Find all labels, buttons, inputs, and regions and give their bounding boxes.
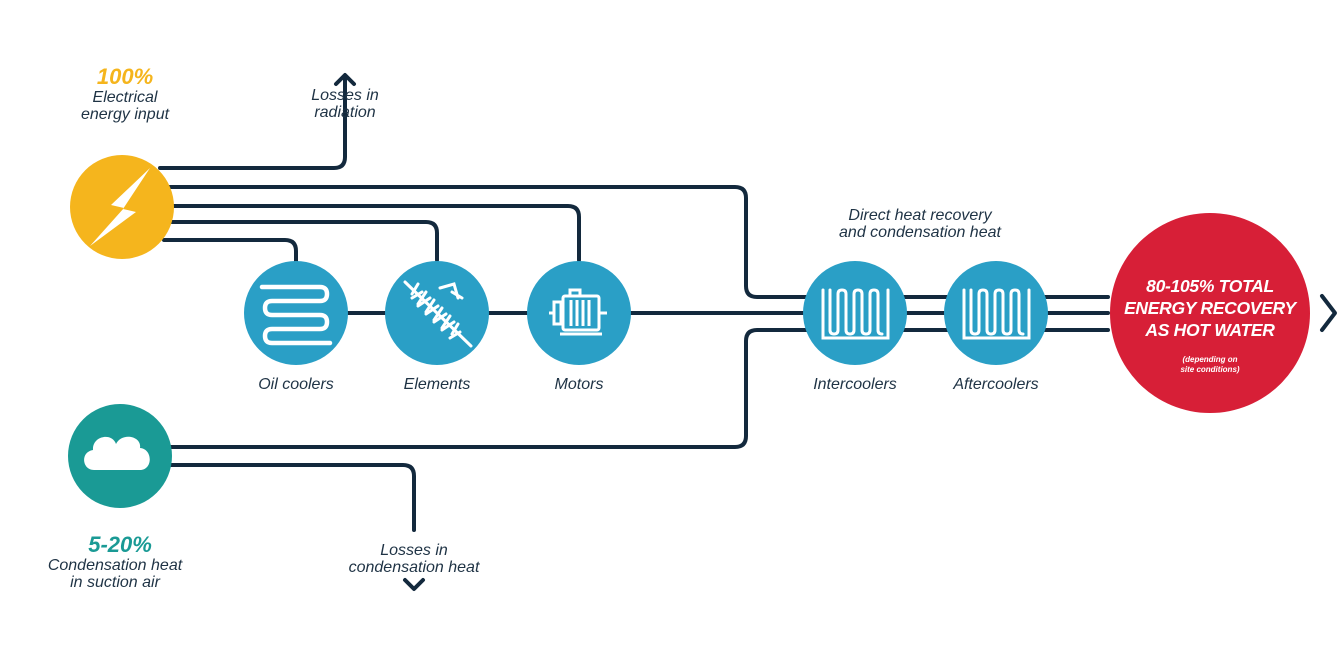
output-arrow-icon — [1320, 294, 1337, 332]
recovery-note-line1: (depending on — [1182, 355, 1238, 364]
electric-input-label: Electrical energy input — [55, 89, 195, 123]
motor-feed-line — [170, 204, 581, 262]
direct-heat-label: Direct heat recovery and condensation he… — [810, 207, 1030, 241]
recovery-line1: 80-105% TOTAL — [1146, 276, 1274, 296]
cloud-icon — [84, 436, 150, 470]
recovery-line2: ENERGY RECOVERY — [1124, 298, 1296, 318]
condensation-loss-line1: Losses in — [380, 542, 448, 559]
direct-heat-line2: and condensation heat — [839, 224, 1001, 241]
elements-label: Elements — [403, 376, 471, 393]
oil-cooler-coil-icon — [259, 284, 333, 346]
intercoolers-label: Intercoolers — [813, 376, 897, 393]
motors-node — [527, 261, 631, 365]
condensation-input-node — [68, 404, 172, 508]
radiation-loss-line1: Losses in — [311, 87, 379, 104]
elements-node — [385, 261, 489, 365]
condensation-loss-line2: condensation heat — [348, 559, 480, 576]
radiation-loss-line — [158, 76, 347, 170]
oil-coolers-label: Oil coolers — [258, 376, 334, 393]
intercoolers-node — [803, 261, 907, 365]
recovery-node — [1110, 213, 1310, 413]
condensation-flow-line — [168, 328, 1110, 449]
motors-label: Motors — [554, 376, 604, 393]
electric-input-label-line2: energy input — [80, 106, 170, 123]
radiation-arrow-icon — [334, 73, 356, 86]
electric-input-label-line1: Electrical — [92, 89, 158, 106]
condensation-loss-label: Losses in condensation heat — [324, 542, 504, 576]
main-flow-line — [168, 185, 1110, 299]
oil-cooler-feed-line — [162, 238, 298, 264]
lightning-bolt-icon — [90, 168, 150, 246]
heat-exchanger-icon — [962, 288, 1031, 340]
radiation-loss-line2: radiation — [314, 104, 376, 121]
recovery-note-line2: site conditions) — [1180, 365, 1240, 374]
elements-feed-line — [170, 220, 439, 262]
motor-icon — [549, 288, 607, 336]
oil-coolers-node — [244, 261, 348, 365]
heat-exchanger-icon — [821, 288, 890, 340]
condensation-input-percent: 5-20% — [88, 532, 152, 557]
condensation-arrow-icon — [403, 578, 425, 591]
electric-input-percent: 100% — [96, 64, 154, 89]
electric-input-node — [70, 155, 174, 259]
direct-heat-line1: Direct heat recovery — [848, 207, 992, 224]
screw-element-icon — [403, 280, 473, 348]
condensation-input-label: Condensation heat in suction air — [30, 557, 200, 591]
condensation-loss-line — [168, 463, 416, 532]
recovery-line3: AS HOT WATER — [1145, 320, 1275, 340]
radiation-loss-label: Losses in radiation — [283, 87, 407, 121]
aftercoolers-label: Aftercoolers — [953, 376, 1039, 393]
recovery-note: (depending on site conditions) — [1160, 355, 1260, 375]
recovery-total-label: 80-105% TOTAL ENERGY RECOVERY AS HOT WAT… — [1110, 275, 1310, 341]
condensation-input-label-line2: in suction air — [70, 574, 160, 591]
condensation-input-label-line1: Condensation heat — [47, 557, 183, 574]
aftercoolers-node — [944, 261, 1048, 365]
